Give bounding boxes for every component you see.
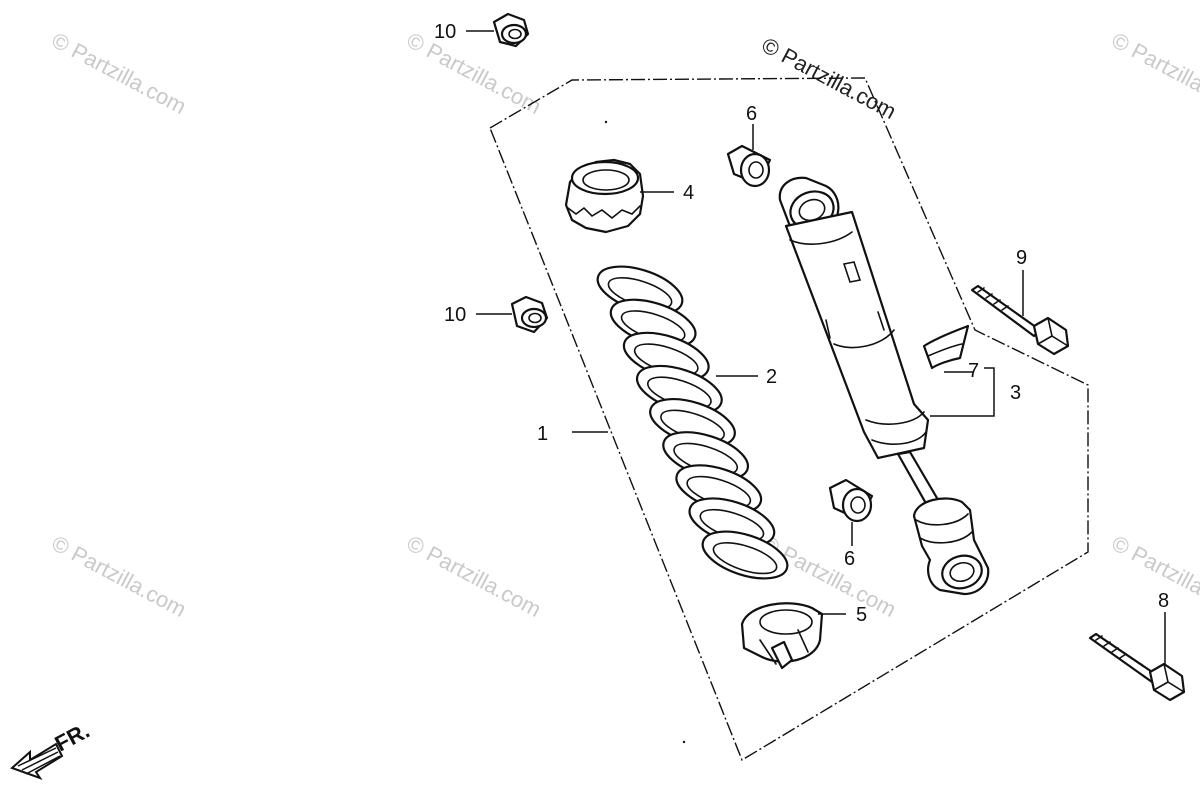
bushing-top[interactable] [726,144,772,188]
callout-10-mid: 10 [444,304,466,326]
watermark-top-left: © Partzilla.com [48,27,191,119]
lower-mounting-bolt[interactable] [1088,632,1186,702]
spring-adjuster-nut[interactable] [564,158,645,234]
flange-nut-mid[interactable] [510,295,549,334]
callout-2: 2 [766,366,777,388]
leader-lines [466,30,1166,664]
bushing-bottom[interactable] [828,478,874,523]
coil-spring[interactable] [592,257,793,587]
spring-coil-inner [712,542,778,575]
watermark-top-center: © Partzilla.com [403,27,546,119]
front-direction-marker: FR. [10,718,94,780]
watermark-bottom-center: © Partzilla.com [403,530,546,622]
callout-6-top: 6 [746,103,757,125]
assembly-frame [489,77,1089,762]
callout-1: 1 [537,423,548,445]
callout-10-top: 10 [434,21,456,43]
spring-seat-stopper[interactable] [740,602,824,670]
callout-4: 4 [683,182,694,204]
flange-nut-top[interactable] [492,12,530,48]
watermark-top-right: © Partzilla.com [1108,27,1200,119]
callout-8: 8 [1158,590,1169,612]
watermark-bottom-right: © Partzilla.com [1108,530,1200,622]
callout-3: 3 [1010,382,1021,404]
watermark-bottom-left: © Partzilla.com [48,530,191,622]
callout-5: 5 [856,604,867,626]
shock-damper[interactable] [778,176,990,596]
arrow-left-icon [10,742,64,780]
callout-7: 7 [968,360,979,382]
caution-label-plate[interactable] [922,324,970,370]
callout-9: 9 [1016,247,1027,269]
callout-6-bottom: 6 [844,548,855,570]
upper-mounting-bolt[interactable] [970,284,1070,356]
